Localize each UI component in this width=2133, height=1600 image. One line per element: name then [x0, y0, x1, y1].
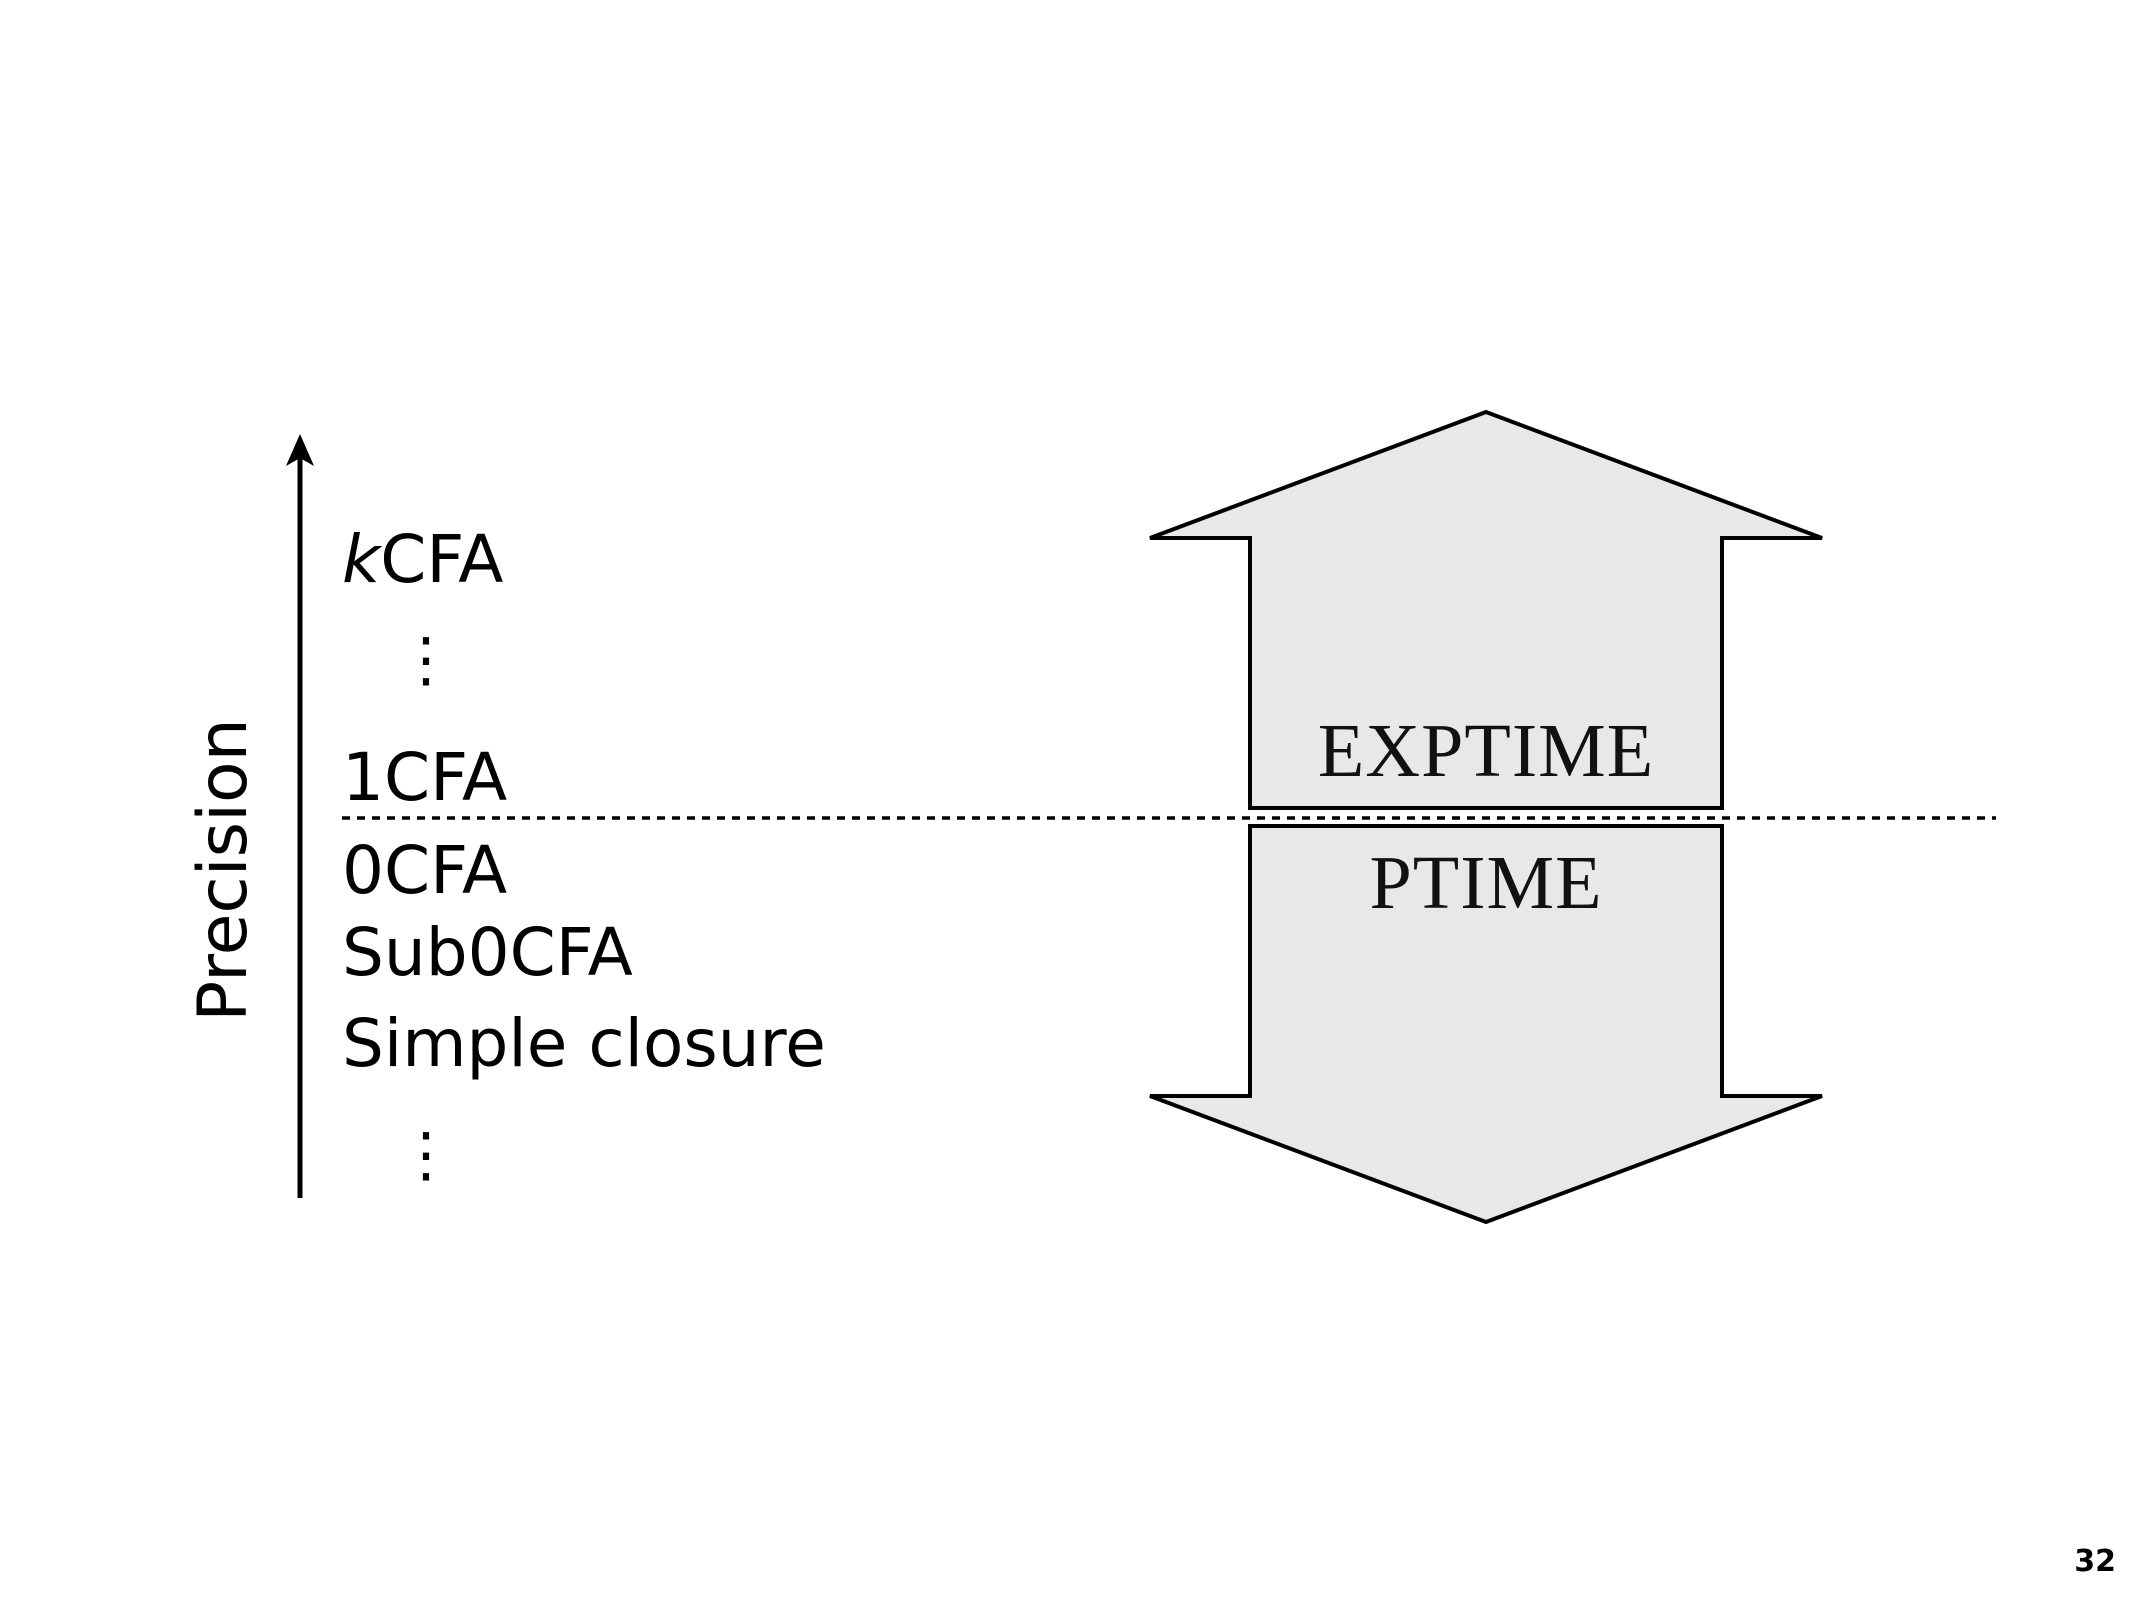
- page-number: 32: [2074, 1544, 2116, 1579]
- exptime-arrow: EXPTIME: [1149, 409, 1823, 810]
- precision-axis-arrowhead: [286, 434, 314, 466]
- level-1cfa: 1CFA: [342, 739, 507, 816]
- precision-levels: kCFA ⋮ 1CFA 0CFA Sub0CFA Simple closure …: [342, 521, 826, 1190]
- ptime-label: PTIME: [1370, 841, 1603, 925]
- level-kcfa: kCFA: [342, 521, 503, 598]
- ptime-arrow: PTIME: [1149, 824, 1823, 1225]
- vdots-upper: ⋮: [396, 625, 456, 695]
- level-kcfa-k: k: [342, 521, 383, 598]
- level-sub0cfa: Sub0CFA: [342, 914, 633, 991]
- level-0cfa: 0CFA: [342, 832, 507, 909]
- exptime-arrow-shape: [1149, 409, 1823, 810]
- level-simple-closure: Simple closure: [342, 1005, 826, 1082]
- level-kcfa-suffix: CFA: [380, 521, 503, 598]
- vdots-lower: ⋮: [396, 1120, 456, 1190]
- exptime-label: EXPTIME: [1318, 709, 1654, 793]
- precision-axis-label: Precision: [184, 718, 263, 1021]
- precision-axis: Precision: [184, 434, 314, 1198]
- ptime-arrow-shape: [1149, 824, 1823, 1225]
